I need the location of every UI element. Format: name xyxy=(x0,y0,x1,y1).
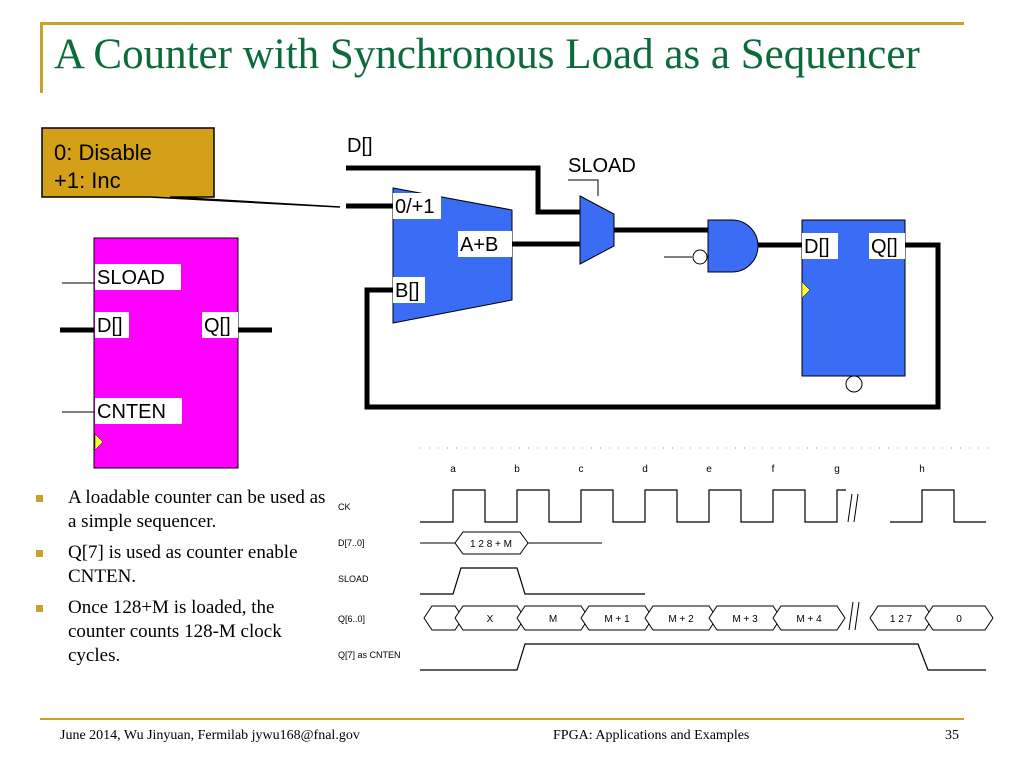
q-value-3: M + 2 xyxy=(668,614,694,625)
marker-g: g xyxy=(834,464,840,475)
ck-waveform xyxy=(420,489,846,523)
reg-q-bg xyxy=(869,233,905,259)
signal-d: D[7..0] xyxy=(338,538,365,548)
sload-wire-schematic xyxy=(568,179,599,196)
schematic-sload-label: SLOAD xyxy=(568,155,636,177)
cnten-label-bg xyxy=(95,398,182,424)
adder-out-label: A+B xyxy=(460,234,498,256)
q-label-bg xyxy=(202,312,238,338)
cnten-waveform xyxy=(420,643,986,671)
bullet-list: A loadable counter can be used as a simp… xyxy=(36,486,336,675)
top-rule xyxy=(40,22,964,25)
q-seg-8 xyxy=(924,605,994,631)
reg-q-label: Q[] xyxy=(871,236,898,258)
footer-center: FPGA: Applications and Examples xyxy=(553,728,750,743)
d-input-label: D[] xyxy=(347,135,373,157)
adder-out-bg xyxy=(458,231,512,257)
reg-reset-bubble-icon xyxy=(845,375,863,393)
bullet-text: Once 128+M is loaded, the counter counts… xyxy=(68,597,282,666)
inverter-bubble-icon xyxy=(692,249,708,265)
q-waveform xyxy=(423,605,994,631)
bullet-square-icon xyxy=(36,605,43,612)
counter-q-label: Q[] xyxy=(204,315,231,337)
bullet-item: Once 128+M is loaded, the counter counts… xyxy=(36,596,336,668)
marker-b: b xyxy=(514,464,520,475)
signal-sload: SLOAD xyxy=(338,574,369,584)
d-bus-wire xyxy=(346,165,580,215)
q-value-5: M + 4 xyxy=(796,614,822,625)
ck-break-2 xyxy=(853,493,859,523)
schematic-wires xyxy=(346,165,941,410)
marker-a: a xyxy=(450,464,456,475)
adder-b-bg xyxy=(393,277,425,303)
and-gate xyxy=(707,219,759,273)
adder-in-label: 0/+1 xyxy=(395,196,434,218)
q-value-2: M + 1 xyxy=(604,614,630,625)
ck-waveform-tail xyxy=(890,489,986,523)
sload-waveform xyxy=(420,567,645,595)
bullet-text: A loadable counter can be used as a simp… xyxy=(68,487,326,532)
bullet-text: Q[7] is used as counter enable CNTEN. xyxy=(68,542,298,587)
counter-block: SLOAD D[] Q[] CNTEN xyxy=(60,237,272,469)
q-seg-6 xyxy=(772,605,846,631)
reg-d-label: D[] xyxy=(804,236,830,258)
adder-b-label: B[] xyxy=(395,280,419,302)
marker-e: e xyxy=(706,464,712,475)
marker-f: f xyxy=(772,464,775,475)
callout-shape xyxy=(41,127,341,208)
q-value-4: M + 3 xyxy=(732,614,758,625)
callout-line1: 0: Disable xyxy=(54,140,152,165)
bullet-item: A loadable counter can be used as a simp… xyxy=(36,486,336,534)
footer-left: June 2014, Wu Jinyuan, Fermilab jywu168@… xyxy=(60,728,360,743)
ck-break-1 xyxy=(847,493,853,523)
clock-marker-icon xyxy=(94,433,104,451)
d-label-bg xyxy=(95,312,129,338)
footer-page-number: 35 xyxy=(945,728,959,743)
q-value-6: 1 2 7 xyxy=(890,614,913,625)
q-value-1: M xyxy=(549,614,557,625)
signal-cnten: Q[7] as CNTEN xyxy=(338,650,401,660)
bullet-square-icon xyxy=(36,550,43,557)
mux xyxy=(579,195,615,265)
counter-cnten-label: CNTEN xyxy=(97,401,166,423)
bullet-item: Q[7] is used as counter enable CNTEN. xyxy=(36,541,336,589)
signal-ck: CK xyxy=(338,502,351,512)
counter-d-label: D[] xyxy=(97,315,123,337)
bullet-square-icon xyxy=(36,495,43,502)
marker-h: h xyxy=(919,464,925,475)
q-break-2 xyxy=(854,601,860,631)
signal-q: Q[6..0] xyxy=(338,614,365,624)
adder-in-bg xyxy=(393,193,441,219)
d-value-label: 1 2 8 + M xyxy=(470,539,512,550)
callout: 0: Disable +1: Inc xyxy=(41,127,341,208)
slide-title: A Counter with Synchronous Load as a Seq… xyxy=(54,31,920,78)
callout-line2: +1: Inc xyxy=(54,168,121,193)
sload-label-bg xyxy=(95,264,181,290)
q-break-1 xyxy=(848,601,854,631)
reg-clock-marker-icon xyxy=(801,281,811,299)
left-rule xyxy=(40,22,43,93)
marker-d: d xyxy=(642,464,648,475)
q-value-0: X xyxy=(487,614,494,625)
feedback-wire xyxy=(364,242,941,410)
reg-d-bg xyxy=(802,233,838,259)
timing-diagram: a b c d e f g h CK D[7..0] SLOAD Q[6..0]… xyxy=(338,447,994,671)
q-value-7: 0 xyxy=(956,614,962,625)
counter-sload-label: SLOAD xyxy=(97,267,165,289)
footer-rule xyxy=(40,718,964,720)
marker-c: c xyxy=(579,464,584,475)
